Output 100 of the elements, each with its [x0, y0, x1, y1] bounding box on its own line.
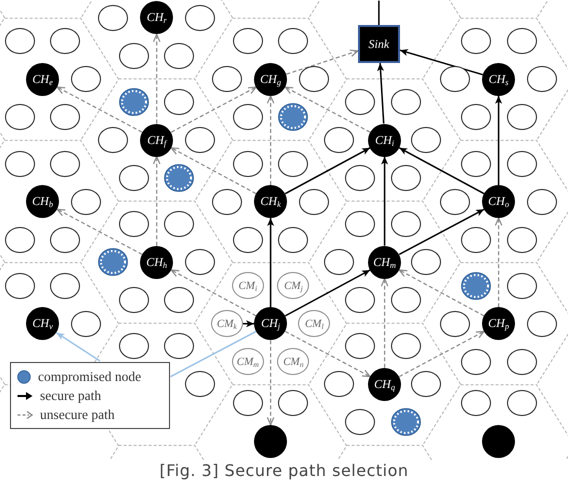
line [378, 0, 380, 26]
node-label: CM$_{n}$ [283, 356, 304, 368]
dashed-arrow [380, 278, 388, 368]
sensor-node [185, 127, 216, 153]
sensor-node [185, 371, 216, 398]
sensor-node [164, 89, 194, 115]
sensor-node [299, 188, 330, 214]
line [170, 330, 256, 378]
sensor-node [98, 127, 128, 153]
cluster-head-node [254, 62, 288, 96]
node-label: CM$_{i}$ [238, 280, 258, 292]
arrow [267, 218, 274, 308]
sensor-node [460, 226, 491, 252]
sensor-node [440, 66, 470, 92]
sensor-node [527, 66, 558, 92]
node-label: CH$_{g}$ [260, 72, 282, 86]
dashed-arrow [152, 34, 160, 124]
arrow [377, 63, 384, 124]
dashed-arrow [170, 269, 256, 316]
cluster-head-node [482, 307, 516, 340]
sensor-node [118, 333, 149, 360]
sensor-node [344, 89, 375, 115]
sensor-node [50, 28, 80, 54]
node-label: CH$_{i}$ [375, 134, 394, 146]
sensor-node [390, 89, 420, 115]
dashed-arrow [152, 156, 160, 246]
sensor-node [164, 333, 194, 360]
sensor-node [506, 226, 536, 252]
sensor-node [4, 272, 35, 299]
sensor-node [506, 348, 536, 375]
sensor-node [50, 272, 80, 299]
sensor-node [299, 66, 330, 92]
arrow [284, 269, 370, 317]
sensor-node [232, 390, 263, 416]
sensor-node [278, 390, 308, 416]
node-label: CH$_{m}$ [373, 256, 396, 269]
sensor-node [460, 28, 491, 54]
member-node [298, 310, 330, 338]
node-label: CH$_{f}$ [147, 134, 166, 146]
sensor-node [71, 188, 102, 214]
cluster-head-node [254, 185, 288, 218]
sensor-node [506, 28, 536, 54]
node-label: Sink [368, 38, 390, 51]
sensor-node [118, 211, 149, 238]
sensor-node [527, 310, 558, 337]
sensor-node [4, 150, 35, 176]
sensor-node [232, 104, 263, 130]
sensor-node [460, 348, 491, 375]
node-label: CH$_{p}$ [488, 317, 510, 330]
compromised-node [390, 408, 420, 436]
sensor-node [50, 150, 80, 176]
sensor-node [232, 226, 263, 252]
node-label: CH$_{h}$ [146, 256, 168, 269]
sensor-node [460, 150, 491, 176]
sensor-node [527, 188, 558, 214]
sensor-node [324, 249, 354, 276]
cluster-head-node [140, 124, 174, 156]
arrow [495, 96, 502, 185]
cluster-head-node [254, 307, 288, 340]
node-label: CM$_{l}$ [304, 318, 324, 330]
dashed-arrow [170, 86, 257, 133]
cluster-head-node [482, 424, 516, 458]
dashed-arrow [286, 50, 358, 75]
sensor-node [390, 333, 420, 360]
sensor-node [232, 150, 263, 176]
cluster-head-node [26, 307, 60, 340]
dashed-arrow [56, 86, 142, 133]
sensor-node [460, 390, 491, 416]
node-label: CH$_{j}$ [261, 317, 280, 330]
sensor-node [411, 127, 442, 153]
cluster-head-node [140, 246, 174, 279]
sensor-node [4, 226, 35, 252]
cluster-head-node [254, 424, 288, 458]
compromised-node [460, 272, 491, 300]
dashed-arrow [170, 147, 256, 194]
sensor-node [344, 211, 375, 238]
sensor-node [344, 409, 375, 436]
sensor-node [118, 165, 149, 191]
sink-node [358, 25, 400, 64]
cluster-head-node [140, 1, 174, 34]
sensor-node [411, 371, 442, 398]
dashed-arrow [284, 330, 371, 378]
dashed-arrow [398, 269, 484, 316]
sensor-node [506, 150, 536, 176]
arrow [242, 320, 254, 328]
arrow [398, 208, 484, 256]
sensor-node [164, 42, 194, 69]
node-label: CH$_{o}$ [488, 195, 510, 208]
sensor-node [440, 310, 470, 337]
arrow [284, 147, 370, 194]
dashed-arrow [398, 330, 485, 378]
arrow [381, 156, 388, 246]
sensor-node [185, 4, 216, 31]
sensor-node [324, 127, 354, 153]
sensor-node [212, 66, 242, 92]
sensor-node [212, 188, 242, 214]
compromised-node [118, 88, 149, 116]
sensor-node [185, 249, 216, 276]
node-label: CH$_{q}$ [374, 378, 396, 391]
sensor-node [460, 104, 491, 130]
